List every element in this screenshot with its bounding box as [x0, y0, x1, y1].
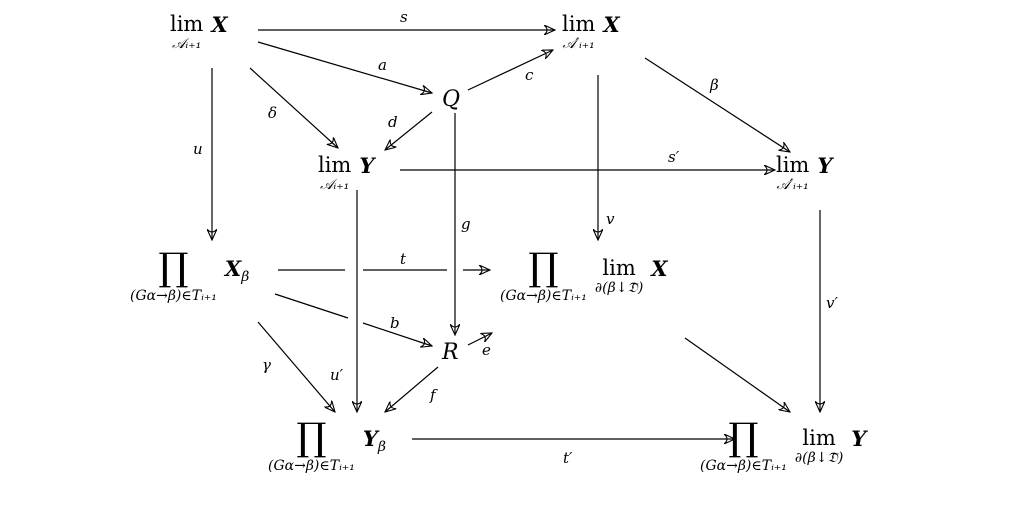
label-d: d [388, 113, 398, 131]
label-gamma: γ [262, 356, 271, 374]
label-c: c [525, 66, 534, 84]
label-s: s [400, 8, 408, 26]
label-t-prime: t′ [563, 449, 573, 467]
arrow-a [257, 41, 432, 93]
arrow-e [467, 333, 492, 346]
label-a: a [378, 56, 387, 74]
label-v: v [606, 210, 615, 228]
label-s-prime: s′ [668, 148, 680, 166]
label-t: t [400, 250, 407, 268]
arrow-beta [644, 57, 790, 152]
label-v-prime: v′ [826, 294, 838, 312]
label-g: g [461, 215, 471, 233]
label-delta: δ [268, 104, 278, 122]
label-beta: β [710, 76, 719, 94]
arrow-f [385, 366, 439, 412]
label-e: e [482, 341, 491, 359]
arrow-b [274, 293, 349, 319]
arrow-d [385, 111, 433, 150]
arrow-prod-lim [684, 337, 790, 412]
label-u-prime: u′ [330, 366, 344, 384]
arrow-delta [249, 67, 338, 148]
node-q: Q [442, 87, 461, 112]
node-r: R [442, 340, 459, 365]
label-b: b [390, 314, 400, 332]
label-f: f [430, 386, 436, 404]
label-u: u [193, 140, 203, 158]
arrow-c [467, 50, 553, 91]
arrow-gamma [257, 321, 335, 412]
